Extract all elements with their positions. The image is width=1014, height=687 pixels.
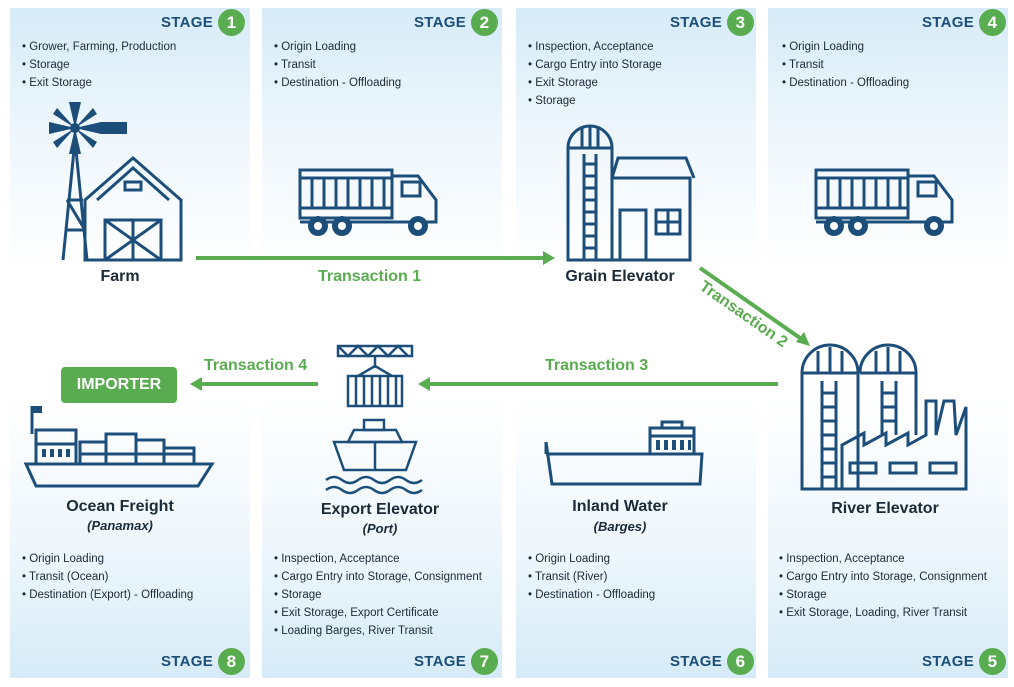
stage-8-list: Origin Loading Transit (Ocean) Destinati… xyxy=(22,550,193,604)
grain-elevator-title: Grain Elevator xyxy=(565,268,675,285)
list-item: Exit Storage, Export Certificate xyxy=(274,604,482,622)
stage-5-list: Inspection, Acceptance Cargo Entry into … xyxy=(779,550,987,622)
dump-truck-icon xyxy=(298,168,438,236)
stage-2-list: Origin Loading Transit Destination - Off… xyxy=(274,38,401,92)
list-item: Storage xyxy=(22,56,176,74)
list-item: Origin Loading xyxy=(782,38,909,56)
transaction-2-label: Transaction 2 xyxy=(696,278,791,352)
silo-icon xyxy=(566,124,696,262)
inland-water-subtitle: (Barges) xyxy=(593,519,647,534)
list-item: Origin Loading xyxy=(22,550,193,568)
stage-6-list: Origin Loading Transit (River) Destinati… xyxy=(528,550,655,604)
list-item: Destination (Export) - Offloading xyxy=(22,586,193,604)
list-item: Destination - Offloading xyxy=(782,74,909,92)
ocean-freight-subtitle: (Panamax) xyxy=(87,518,153,533)
inland-water-title: Inland Water xyxy=(572,498,668,515)
farm-title: Farm xyxy=(100,268,140,285)
list-item: Origin Loading xyxy=(528,550,655,568)
importer-badge: IMPORTER xyxy=(61,367,177,403)
list-item: Exit Storage xyxy=(528,74,662,92)
list-item: Destination - Offloading xyxy=(528,586,655,604)
transaction-1-label: Transaction 1 xyxy=(318,268,422,285)
list-item: Cargo Entry into Storage, Consignment xyxy=(779,568,987,586)
stage-4-list: Origin Loading Transit Destination - Off… xyxy=(782,38,909,92)
river-elevator-icon xyxy=(800,343,968,491)
list-item: Transit (River) xyxy=(528,568,655,586)
barge-icon xyxy=(544,420,704,486)
stage-1-list: Grower, Farming, Production Storage Exit… xyxy=(22,38,176,92)
list-item: Transit xyxy=(274,56,401,74)
stage-3-list: Inspection, Acceptance Cargo Entry into … xyxy=(528,38,662,110)
list-item: Cargo Entry into Storage, Consignment xyxy=(274,568,482,586)
stage-6-panel xyxy=(516,398,756,678)
list-item: Loading Barges, River Transit xyxy=(274,622,482,640)
list-item: Origin Loading xyxy=(274,38,401,56)
export-elevator-title: Export Elevator xyxy=(320,501,440,518)
list-item: Storage xyxy=(528,92,662,110)
crane-ship-icon xyxy=(325,344,423,495)
list-item: Inspection, Acceptance xyxy=(528,38,662,56)
export-elevator-subtitle: (Port) xyxy=(362,521,398,536)
list-item: Cargo Entry into Storage xyxy=(528,56,662,74)
ocean-freight-title: Ocean Freight xyxy=(66,498,174,515)
list-item: Inspection, Acceptance xyxy=(779,550,987,568)
list-item: Grower, Farming, Production xyxy=(22,38,176,56)
transaction-3-label: Transaction 3 xyxy=(545,357,649,374)
list-item: Inspection, Acceptance xyxy=(274,550,482,568)
list-item: Transit (Ocean) xyxy=(22,568,193,586)
windmill-barn-icon xyxy=(49,102,183,262)
list-item: Destination - Offloading xyxy=(274,74,401,92)
river-elevator-title: River Elevator xyxy=(831,500,939,517)
cargo-ship-icon xyxy=(23,406,215,488)
list-item: Exit Storage xyxy=(22,74,176,92)
transaction-2-arrowhead xyxy=(796,332,810,346)
list-item: Transit xyxy=(782,56,909,74)
transaction-4-label: Transaction 4 xyxy=(204,357,308,374)
dump-truck-icon xyxy=(814,168,954,236)
transaction-4-arrowhead xyxy=(190,377,202,391)
list-item: Storage xyxy=(779,586,987,604)
list-item: Storage xyxy=(274,586,482,604)
list-item: Exit Storage, Loading, River Transit xyxy=(779,604,987,622)
stage-7-list: Inspection, Acceptance Cargo Entry into … xyxy=(274,550,482,640)
